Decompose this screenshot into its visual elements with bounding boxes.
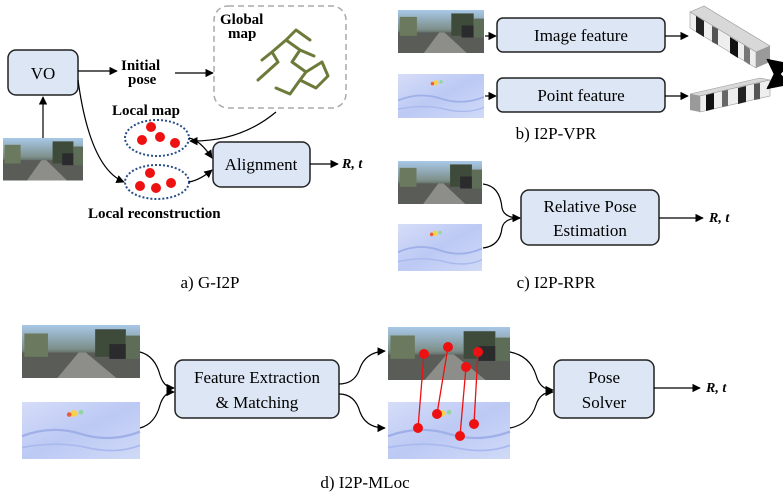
pose-solver-label-2: Solver (582, 393, 627, 412)
correspondence-lines (417, 346, 479, 437)
initial-pose-label-2: pose (128, 72, 157, 88)
lidar-image-d (20, 400, 142, 461)
caption-d: d) I2P-MLoc (320, 473, 410, 492)
global-map-label-1: Global (220, 12, 263, 28)
global-map-label-2: map (228, 26, 256, 42)
caption-a: a) G-I2P (180, 273, 239, 292)
street-image-a (3, 138, 83, 181)
feature-extraction-label-2: & Matching (216, 393, 299, 412)
panel-b: Image feature Point feature b) I2P-V (397, 5, 783, 143)
descriptor-matching-arrow (766, 58, 783, 90)
point-feature-box (496, 77, 666, 113)
vo-box (7, 49, 79, 96)
relative-pose-label-2: Estimation (553, 221, 627, 240)
point-feature-label: Point feature (537, 86, 624, 105)
pose-solver-label-1: Pose (588, 368, 620, 387)
fem-to-lidar-arrow (338, 393, 386, 433)
matched-lidar-image (386, 400, 512, 461)
image-descriptor-bar (689, 5, 771, 69)
feature-extraction-label-1: Feature Extraction (194, 368, 321, 387)
vo-to-reconstruction-arrow (77, 79, 125, 183)
d-image-to-fem-arrow (139, 351, 175, 393)
initial-pose-label-1: Initial (121, 58, 160, 74)
local-map-point (155, 132, 165, 142)
pose-solver-output: R, t (705, 381, 727, 396)
point-descriptor-bar (689, 77, 771, 113)
c-image-to-box-arrow (482, 183, 521, 223)
recon-to-align-arrow (188, 169, 213, 183)
image-feature-label: Image feature (534, 26, 628, 45)
street-image-d (22, 325, 140, 378)
local-map-point (170, 138, 180, 148)
matches-to-solver-arrow-2 (509, 387, 554, 429)
street-image-b (398, 10, 484, 53)
lidar-image-b (397, 73, 485, 119)
global-map-frame (213, 5, 347, 109)
image-keypoint (473, 347, 483, 357)
point-keypoint (432, 409, 442, 419)
reconstruction-point (135, 181, 145, 191)
d-lidar-to-fem-arrow (139, 387, 175, 429)
image-feature-box (496, 17, 666, 53)
caption-b: b) I2P-VPR (516, 124, 597, 143)
global-map-trajectory (256, 28, 330, 96)
point-keypoint (469, 419, 479, 429)
panel-c: Relative Pose Estimation R, t c) I2P-RPR (397, 161, 730, 292)
local-reconstruction-label: Local reconstruction (88, 206, 221, 222)
lidar-image-c (397, 223, 483, 272)
local-to-align-arrow (188, 137, 213, 159)
local-map-label: Local map (112, 103, 180, 119)
image-keypoint (443, 342, 453, 352)
panel-a: VO Initial pose Global map Local map Loc… (3, 5, 363, 292)
matches-to-solver-arrow-1 (509, 351, 554, 395)
alignment-label: Alignment (225, 155, 298, 174)
relative-pose-output: R, t (708, 211, 730, 226)
point-keypoint (413, 423, 423, 433)
feature-extraction-box (174, 359, 340, 419)
c-lidar-to-box-arrow (482, 213, 521, 249)
pose-solver-box (553, 359, 655, 419)
panel-d: Feature Extraction & Matching Pose Solve… (20, 325, 727, 492)
local-reconstruction-ellipse (124, 164, 190, 200)
fem-to-image-arrow (338, 347, 386, 385)
local-map-point (146, 122, 156, 132)
alignment-output: R, t (341, 157, 363, 172)
local-map-point (137, 135, 147, 145)
matched-street-image (388, 327, 510, 380)
vo-label: VO (31, 64, 56, 83)
point-keypoint (455, 431, 465, 441)
reconstruction-point (145, 168, 155, 178)
reconstruction-point (166, 178, 176, 188)
image-keypoint (419, 349, 429, 359)
caption-c: c) I2P-RPR (517, 273, 597, 292)
relative-pose-label-1: Relative Pose (543, 197, 636, 216)
map-to-local-arrow (189, 111, 277, 146)
image-keypoint (461, 362, 471, 372)
street-image-c (398, 161, 482, 204)
reconstruction-point (151, 183, 161, 193)
